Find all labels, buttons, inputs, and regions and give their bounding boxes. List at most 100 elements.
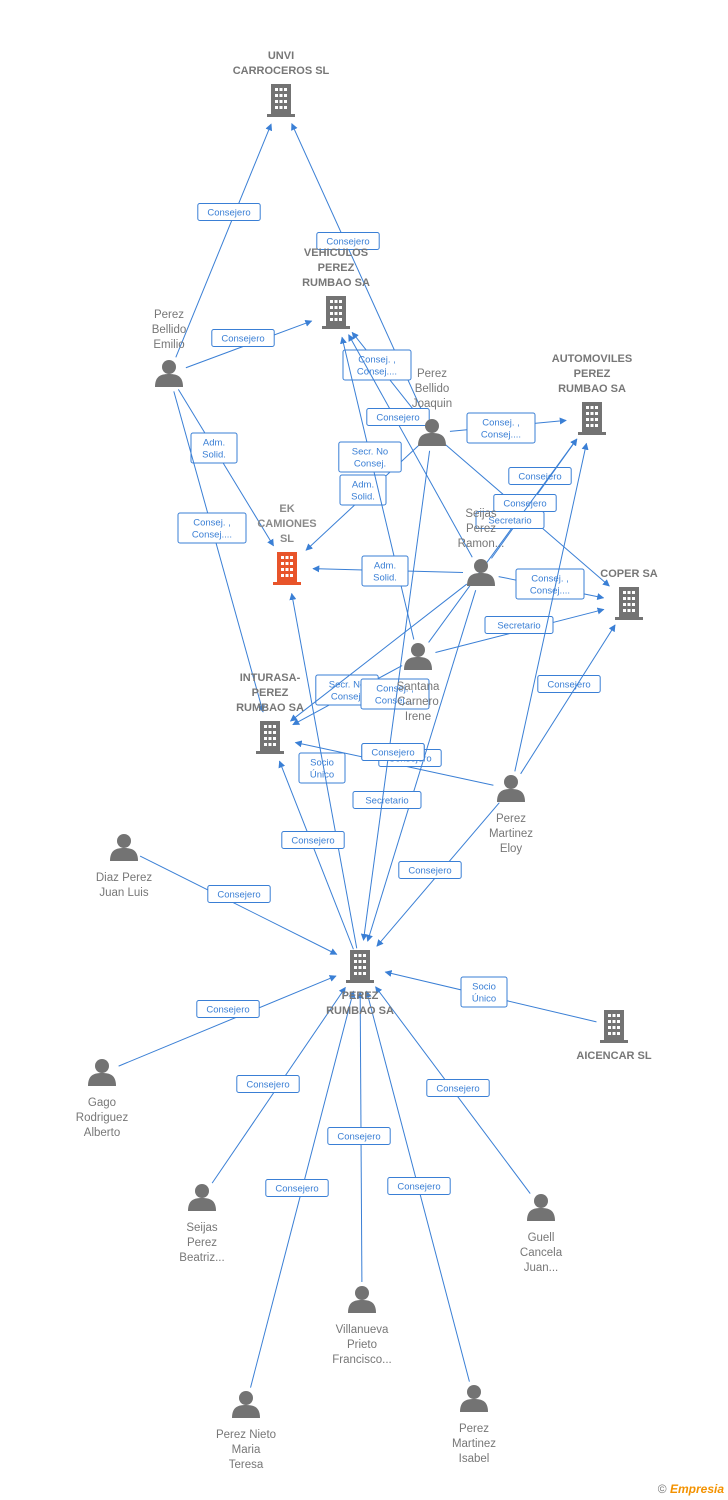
edge-label[interactable]: Consej. ,Consej.... bbox=[342, 349, 412, 381]
edge-label-box[interactable] bbox=[177, 512, 247, 544]
edge-label-box[interactable] bbox=[508, 467, 572, 485]
edge-label[interactable]: Consej. ,Consej.... bbox=[466, 412, 536, 444]
building-icon[interactable] bbox=[256, 721, 284, 754]
person-icon[interactable] bbox=[188, 1184, 216, 1211]
person-icon[interactable] bbox=[88, 1059, 116, 1086]
edge-label-box[interactable] bbox=[537, 675, 601, 693]
building-icon[interactable] bbox=[273, 552, 301, 585]
edge-label-box[interactable] bbox=[211, 329, 275, 347]
edge-label-box[interactable] bbox=[515, 568, 585, 600]
person-icon[interactable] bbox=[497, 775, 525, 802]
person-icon[interactable] bbox=[467, 559, 495, 586]
edge-label-box[interactable] bbox=[398, 861, 462, 879]
edge-label[interactable]: Consejero bbox=[327, 1127, 391, 1145]
node-coper[interactable]: COPER SA bbox=[600, 568, 658, 620]
edge-label-box[interactable] bbox=[265, 1179, 329, 1197]
edge-label-box[interactable] bbox=[281, 831, 345, 849]
edge-label-box[interactable] bbox=[338, 441, 402, 473]
edge-label-box[interactable] bbox=[342, 349, 412, 381]
edge-label-box[interactable] bbox=[298, 752, 346, 784]
building-icon[interactable] bbox=[578, 402, 606, 435]
edge-label-box[interactable] bbox=[339, 474, 387, 506]
edge-label[interactable]: Consejero bbox=[493, 494, 557, 512]
person-icon[interactable] bbox=[155, 360, 183, 387]
edge-label-box[interactable] bbox=[366, 408, 430, 426]
edge-label-box[interactable] bbox=[460, 976, 508, 1008]
edge-label-box[interactable] bbox=[484, 616, 554, 634]
edge-label[interactable]: Consejero bbox=[387, 1177, 451, 1195]
edge-label[interactable]: Consejero bbox=[265, 1179, 329, 1197]
edge-label[interactable]: Consej. ,Consej.... bbox=[360, 678, 430, 710]
edge-label-box[interactable] bbox=[197, 203, 261, 221]
edge-label[interactable]: Consejero bbox=[196, 1000, 260, 1018]
person-icon[interactable] bbox=[348, 1286, 376, 1313]
edge-label-box[interactable] bbox=[236, 1075, 300, 1093]
edge-label-box[interactable] bbox=[316, 232, 380, 250]
person-icon[interactable] bbox=[460, 1385, 488, 1412]
person-icon[interactable] bbox=[527, 1194, 555, 1221]
edge-label[interactable]: Adm.Solid. bbox=[190, 432, 238, 464]
building-icon[interactable] bbox=[600, 1010, 628, 1043]
person-icon[interactable] bbox=[110, 834, 138, 861]
edge-label[interactable]: Consejero bbox=[236, 1075, 300, 1093]
edge-label-box[interactable] bbox=[475, 511, 545, 529]
building-icon[interactable] bbox=[322, 296, 350, 329]
building-icon[interactable] bbox=[267, 84, 295, 117]
person-icon[interactable] bbox=[232, 1391, 260, 1418]
edge-label[interactable]: Consejero bbox=[366, 408, 430, 426]
edge-label-box[interactable] bbox=[196, 1000, 260, 1018]
building-icon[interactable] bbox=[346, 950, 374, 983]
edge-label[interactable]: Consejero bbox=[398, 861, 462, 879]
edge-label-box[interactable] bbox=[327, 1127, 391, 1145]
edge-label[interactable]: Consejero bbox=[211, 329, 275, 347]
edge-label[interactable]: Consejero bbox=[207, 885, 271, 903]
edge-label-box[interactable] bbox=[466, 412, 536, 444]
edge-label-box[interactable] bbox=[426, 1079, 490, 1097]
edge-label[interactable]: Secretario bbox=[475, 511, 545, 529]
edge-label[interactable]: Consejero bbox=[537, 675, 601, 693]
edge-label[interactable]: Consejero bbox=[426, 1079, 490, 1097]
building-icon[interactable] bbox=[615, 587, 643, 620]
edge-label-box[interactable] bbox=[387, 1177, 451, 1195]
edge-label-box[interactable] bbox=[352, 791, 422, 809]
edge-label[interactable]: Secretario bbox=[352, 791, 422, 809]
edge-label-box[interactable] bbox=[190, 432, 238, 464]
edge-label[interactable]: Consej. ,Consej.... bbox=[515, 568, 585, 600]
person-icon[interactable] bbox=[404, 643, 432, 670]
edge-label-box[interactable] bbox=[361, 555, 409, 587]
edge-label[interactable]: Secretario bbox=[484, 616, 554, 634]
edge-label[interactable]: Consejero bbox=[281, 831, 345, 849]
edge-label[interactable]: Consejero bbox=[361, 743, 425, 761]
edge-label-box[interactable] bbox=[207, 885, 271, 903]
edge-label[interactable]: Consejero bbox=[197, 203, 261, 221]
edge-label[interactable]: Adm.Solid. bbox=[361, 555, 409, 587]
edge-label-box[interactable] bbox=[361, 743, 425, 761]
edge-label[interactable]: Consejero bbox=[508, 467, 572, 485]
node-aicencar[interactable]: AICENCAR SL bbox=[576, 1010, 652, 1062]
edge-label[interactable]: Consej. ,Consej.... bbox=[177, 512, 247, 544]
edge-label[interactable]: Adm.Solid. bbox=[339, 474, 387, 506]
edge-label[interactable]: Consejero bbox=[316, 232, 380, 250]
brand-logo[interactable]: Empresia bbox=[669, 1482, 724, 1496]
